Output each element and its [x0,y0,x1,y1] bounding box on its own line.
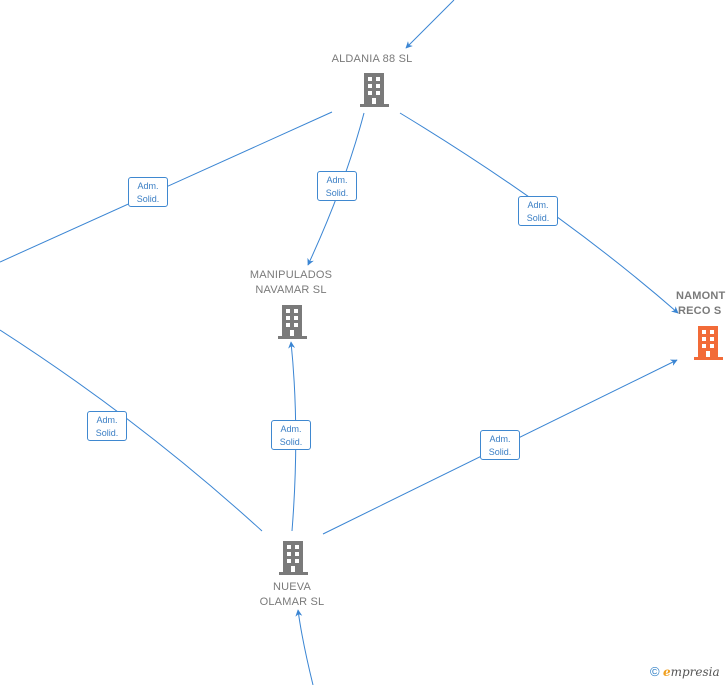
node-label-line: ALDANIA 88 SL [331,53,413,65]
edge-label-text: Adm. [96,415,118,425]
copyright-symbol: © [650,664,660,679]
building-icon-highlight [694,326,723,360]
edge-label-text: Adm. [326,175,348,185]
building-icon [278,305,307,339]
edge-label-adm-solid[interactable]: Adm. Solid. [128,177,168,207]
edge-label-text: Solid. [136,194,160,204]
edge-incoming-aldania [405,0,455,49]
node-label-line: MANIPULADOS [249,269,333,281]
edge-left-nueva [0,329,263,532]
edge-label-adm-solid[interactable]: Adm. Solid. [87,411,127,441]
edge-label-text: Solid. [526,213,550,223]
edge-label-text: Adm. [280,424,302,434]
edge-incoming-nueva [295,609,314,685]
node-label-line: OLAMAR SL [259,596,325,608]
edge-label-text: Solid. [325,188,349,198]
node-label-namont[interactable]: NAMONT RECO S [674,289,728,319]
edge-label-adm-solid[interactable]: Adm. Solid. [317,171,357,201]
edge-label-adm-solid[interactable]: Adm. Solid. [271,420,311,450]
edge-label-text: Adm. [489,434,511,444]
edge-label-adm-solid[interactable]: Adm. Solid. [480,430,520,460]
node-label-manipulados[interactable]: MANIPULADOS NAVAMAR SL [236,268,346,298]
edge-label-text: Solid. [488,447,512,457]
edge-label-text: Adm. [137,181,159,191]
building-icon [360,73,389,107]
node-label-aldania[interactable]: ALDANIA 88 SL [322,52,422,67]
edge-label-text: Solid. [279,437,303,447]
node-label-nueva[interactable]: NUEVA OLAMAR SL [242,580,342,610]
edge-label-text: Solid. [95,428,119,438]
node-label-line: NAVAMAR SL [255,284,327,296]
node-label-line: NUEVA [272,581,312,593]
brand-logo-text: mpresia [670,665,720,679]
node-label-line: NAMONT [676,290,726,302]
node-label-line: RECO S [678,305,722,317]
edge-label-adm-solid[interactable]: Adm. Solid. [518,196,558,226]
edge-label-text: Adm. [527,200,549,210]
brand-logo-e: e [662,665,671,679]
building-icon [279,541,308,575]
empresia-watermark: © empresia [650,664,720,679]
